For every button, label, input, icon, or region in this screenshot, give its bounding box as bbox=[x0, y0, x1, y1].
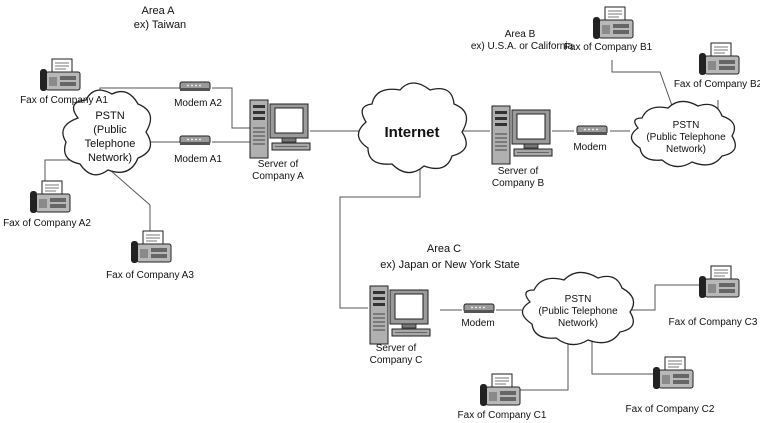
pstn-c-line-3: Network) bbox=[558, 318, 598, 329]
fax-b1-label: Fax of Company B1 bbox=[564, 42, 653, 53]
fax-a3-label: Fax of Company A3 bbox=[106, 270, 194, 281]
server-a-line-1: Server of bbox=[258, 159, 299, 170]
area-a-example: ex) Taiwan bbox=[134, 19, 186, 31]
wire-modem-a2-server-a bbox=[212, 87, 250, 129]
pstn-c-line-2: (Public Telephone bbox=[538, 306, 618, 317]
server-c-line-2: Company C bbox=[370, 355, 423, 366]
server-a-icon bbox=[249, 99, 311, 159]
fax-a3-icon bbox=[130, 230, 172, 264]
modem-a1-label: Modem A1 bbox=[174, 154, 222, 165]
fax-b1-icon bbox=[592, 6, 634, 40]
fax-a2-icon bbox=[29, 180, 71, 214]
area-b-example: ex) U.S.A. or California bbox=[471, 41, 574, 52]
pstn-c-line-1: PSTN bbox=[565, 294, 592, 305]
area-a-name: Area A bbox=[141, 5, 175, 17]
wire-pstn-c-fax-c1 bbox=[520, 336, 569, 391]
pstn-b-line-1: PSTN bbox=[673, 120, 700, 131]
pstn-a-line-1: PSTN bbox=[95, 110, 124, 122]
fax-c1-label: Fax of Company C1 bbox=[458, 410, 547, 421]
area-b-name: Area B bbox=[505, 29, 536, 40]
pstn-a-line-2: (Public bbox=[93, 124, 127, 136]
wire-pstn-a-fax-a3 bbox=[109, 169, 151, 232]
fax-c3-label: Fax of Company C3 bbox=[669, 317, 758, 328]
server-c-icon bbox=[369, 285, 431, 345]
server-b-line-2: Company B bbox=[492, 178, 545, 189]
pstn-b-line-3: Network) bbox=[666, 144, 706, 155]
server-b-line-1: Server of bbox=[498, 166, 539, 177]
modem-a1-icon bbox=[179, 135, 211, 146]
server-b-icon bbox=[491, 105, 553, 165]
modem-c-label: Modem bbox=[461, 318, 494, 329]
modem-a2-icon bbox=[179, 81, 211, 92]
internet-cloud bbox=[357, 82, 468, 174]
fax-c1-icon bbox=[479, 373, 521, 407]
modem-b-label: Modem bbox=[573, 142, 606, 153]
server-c-line-1: Server of bbox=[376, 343, 417, 354]
fax-c2-label: Fax of Company C2 bbox=[626, 404, 715, 415]
pstn-a-line-3: Telephone bbox=[85, 138, 136, 150]
pstn-a-cloud bbox=[62, 89, 152, 176]
pstn-a-line-4: Network) bbox=[88, 152, 132, 164]
modem-a2-label: Modem A2 bbox=[174, 98, 222, 109]
fax-c2-icon bbox=[652, 356, 694, 390]
fax-a1-icon bbox=[39, 58, 81, 92]
server-a-line-2: Company A bbox=[252, 171, 304, 182]
fax-a2-label: Fax of Company A2 bbox=[3, 218, 91, 229]
fax-b2-icon bbox=[698, 42, 740, 76]
pstn-c-cloud bbox=[521, 271, 635, 346]
area-c-example: ex) Japan or New York State bbox=[380, 259, 519, 271]
pstn-b-line-2: (Public Telephone bbox=[646, 132, 726, 143]
area-c-name: Area C bbox=[427, 243, 461, 255]
fax-b2-label: Fax of Company B2 bbox=[674, 79, 760, 90]
wire-internet-server-c bbox=[339, 160, 421, 309]
internet-label: Internet bbox=[384, 124, 439, 141]
fax-a1-label: Fax of Company A1 bbox=[20, 95, 108, 106]
pstn-b-cloud bbox=[630, 100, 736, 168]
modem-b-icon bbox=[576, 125, 608, 136]
wire-pstn-c-fax-c2 bbox=[591, 336, 655, 375]
modem-c-icon bbox=[463, 303, 495, 314]
wire-pstn-c-fax-c3 bbox=[620, 284, 700, 311]
wire-pstn-b-fax-b1 bbox=[611, 60, 676, 115]
fax-c3-icon bbox=[698, 265, 740, 299]
